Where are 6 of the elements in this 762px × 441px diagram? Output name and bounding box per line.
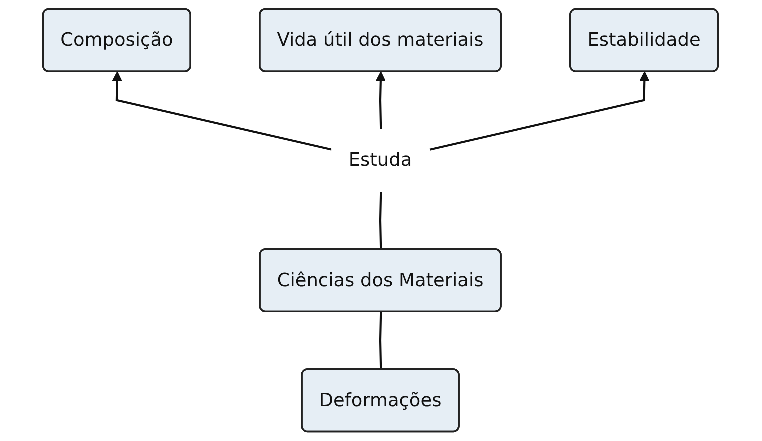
arrow bbox=[112, 72, 333, 151]
arrow bbox=[430, 72, 650, 151]
node-text: Estuda bbox=[349, 148, 412, 171]
connector bbox=[380, 192, 382, 250]
connector bbox=[380, 312, 382, 370]
arrow bbox=[376, 72, 386, 130]
